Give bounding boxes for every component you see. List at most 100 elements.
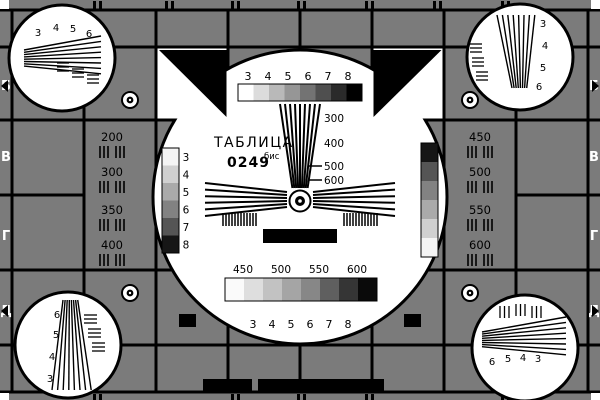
corner-digit: 4: [53, 23, 59, 34]
convergence-target-top-left: [121, 91, 139, 109]
left-arrow-icon: [1, 80, 8, 92]
corner-digit: 5: [540, 63, 546, 74]
wedge-label: 400: [324, 138, 344, 150]
right-panel-grating-3: [467, 219, 493, 231]
burst-label: 550: [309, 264, 329, 276]
bottom-black-bar-long: [258, 379, 384, 392]
left-panel-grating-2: [99, 181, 125, 193]
black-square-left: [179, 314, 196, 327]
black-square-right: [404, 314, 421, 327]
bottom-scale-digit: 7: [326, 318, 333, 331]
corner-digit: 6: [54, 310, 60, 321]
corner-wedge-fan: [23, 35, 102, 75]
center-grating-left: [222, 213, 257, 226]
left-panel-label: 200: [101, 130, 123, 144]
left-step-digit: 8: [183, 240, 190, 252]
left-panel-grating-3: [99, 219, 125, 231]
center-target: [288, 189, 312, 213]
corner-digit: 5: [53, 330, 59, 341]
top-grayscale-bar: [237, 83, 363, 102]
right-panel-grating-2: [467, 181, 493, 193]
right-arrow-icon: [592, 305, 599, 317]
black-reference-bar: [263, 229, 337, 243]
corner-digit: 3: [47, 374, 53, 385]
top-grayscale-labels: 3 4 5 6 7 8: [245, 70, 352, 83]
corner-wedge-fan: [51, 299, 92, 391]
top-scale-digit: 6: [305, 70, 312, 83]
left-frequency-panel: 200 300 350 400: [85, 122, 155, 268]
top-right-triangle-cell: [373, 48, 443, 119]
bottom-black-bar-short: [203, 379, 252, 392]
burst-label: 450: [233, 264, 253, 276]
left-step-digit: 3: [183, 152, 190, 164]
top-left-triangle-cell: [157, 48, 227, 119]
corner-gratings: [84, 314, 105, 352]
central-circle: 3 4 5 6 7 8 300 400 500: [151, 48, 449, 346]
corner-digit: 5: [505, 354, 511, 365]
top-scale-digit: 5: [285, 70, 292, 83]
corner-digit: 6: [86, 29, 92, 40]
corner-circle-bottom-right: 6 5 4 3: [470, 293, 580, 400]
row-label: Г: [590, 229, 598, 244]
row-label: В: [1, 150, 11, 165]
row-labels-right: Б В Г Д: [588, 79, 600, 319]
top-scale-digit: 8: [345, 70, 352, 83]
corner-gratings: [499, 304, 542, 318]
bottom-burst-bar: [224, 277, 378, 302]
top-scale-digit: 4: [265, 70, 272, 83]
right-arrow-icon: [592, 80, 599, 92]
corner-digit: 3: [535, 354, 541, 365]
left-panel-grating-4: [99, 254, 125, 266]
bottom-grayscale-labels: 3 4 5 6 7 8: [250, 318, 352, 331]
corner-digit: 3: [540, 19, 546, 30]
corner-digit: 6: [489, 357, 495, 368]
wedge-label: 300: [324, 113, 344, 125]
right-panel-cell: [445, 122, 515, 268]
left-panel-label: 350: [101, 203, 123, 217]
bottom-scale-digit: 6: [307, 318, 314, 331]
right-frequency-panel: 450 500 550 600: [445, 122, 515, 268]
left-step-digit: 6: [183, 205, 190, 217]
left-step-digit: 7: [183, 222, 190, 234]
left-step-digit: 5: [183, 187, 190, 199]
corner-circle-top-right: 3 4 5 6: [465, 2, 575, 112]
right-panel-label: 550: [469, 203, 491, 217]
vertical-wedge: [279, 103, 322, 189]
card-title: ТАБЛИЦА: [213, 135, 294, 151]
left-panel-grating-1: [99, 146, 125, 158]
corner-digit: 6: [536, 82, 542, 93]
burst-label: 600: [347, 264, 367, 276]
corner-digit: 4: [520, 353, 526, 364]
corner-wedge-fan: [496, 14, 536, 89]
black-reference-marks: [179, 314, 421, 392]
left-grayscale-steps: 3 4 5 6 7 8: [161, 147, 190, 254]
right-panel-grating-4: [467, 254, 493, 266]
bottom-scale-digit: 4: [269, 318, 276, 331]
row-labels-left: Б В Г Д: [0, 79, 12, 319]
black-triangle-right: [373, 50, 442, 117]
top-scale-digit: 3: [245, 70, 252, 83]
bottom-scale-digit: 5: [288, 318, 295, 331]
right-grayscale-steps: [420, 142, 439, 258]
corner-circle-bottom-left: 6 5 4 3: [13, 290, 123, 400]
black-triangle-left: [159, 50, 227, 117]
horizontal-wedge-right: [312, 182, 396, 217]
wedge-label: 500: [324, 161, 344, 173]
corner-digit: 4: [49, 352, 55, 363]
left-arrow-icon: [1, 305, 8, 317]
vertical-wedge-labels: 300 400 500 600: [324, 113, 344, 187]
top-scale-digit: 7: [325, 70, 332, 83]
corner-digit: 5: [70, 24, 76, 35]
corner-wedge-fan: [481, 316, 567, 356]
card-code: 0249: [227, 155, 270, 171]
right-panel-label: 450: [469, 130, 491, 144]
right-panel-label: 500: [469, 165, 491, 179]
left-step-digit: 4: [183, 170, 190, 182]
corner-digit: 3: [35, 28, 41, 39]
burst-label: 500: [271, 264, 291, 276]
row-label: В: [589, 150, 599, 165]
wedge-label: 600: [324, 175, 344, 187]
